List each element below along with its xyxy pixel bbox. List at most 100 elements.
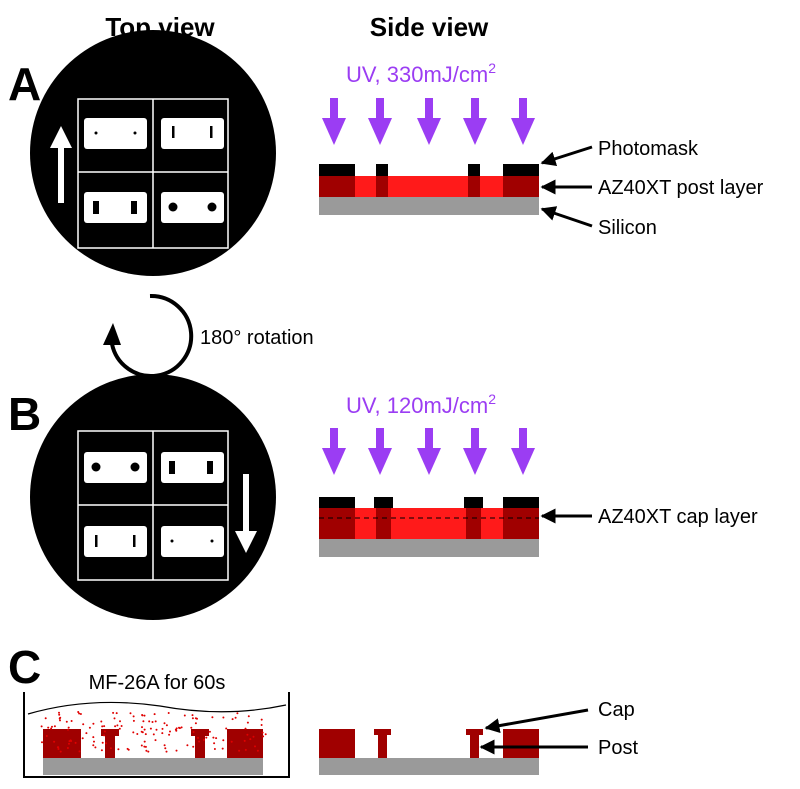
particle	[256, 749, 259, 752]
uv-dose-a: UV, 330mJ/cm2	[346, 60, 496, 87]
uv-arrows-b	[322, 428, 535, 475]
photomask-a	[319, 164, 539, 176]
particle	[59, 750, 62, 753]
particle	[103, 730, 106, 733]
particle	[109, 747, 112, 750]
particle	[82, 723, 85, 726]
post-layer-a	[319, 176, 539, 197]
particle	[140, 730, 143, 733]
particle	[215, 737, 218, 740]
particle	[211, 716, 214, 719]
label-arrows-c	[479, 708, 589, 755]
particle	[260, 724, 263, 726]
post-layer-label: AZ40XT post layer	[598, 177, 764, 199]
particle	[77, 711, 80, 713]
die-b3	[84, 526, 147, 557]
orientation-arrow-up-icon	[50, 126, 72, 203]
particle	[147, 750, 150, 753]
die-a1	[84, 118, 147, 149]
particle	[213, 748, 216, 750]
particle	[129, 712, 132, 715]
particle	[143, 714, 146, 717]
panel-label-a: A	[8, 58, 41, 110]
particle	[50, 727, 53, 730]
particle	[58, 711, 60, 714]
particle	[212, 736, 215, 739]
particle	[234, 716, 237, 719]
particle	[163, 722, 166, 725]
particle	[186, 744, 189, 747]
particle	[53, 740, 56, 743]
particle	[175, 729, 178, 732]
particle	[92, 744, 95, 747]
particle	[88, 726, 91, 729]
particle	[101, 741, 104, 744]
particle	[118, 727, 121, 730]
silicon-substrate-a	[319, 197, 539, 215]
die-b4	[161, 526, 224, 557]
particle	[81, 737, 84, 740]
particle	[67, 728, 69, 731]
particle	[141, 714, 144, 717]
particle	[264, 733, 267, 736]
particle	[164, 747, 167, 750]
particle	[261, 731, 264, 734]
particle	[53, 725, 56, 728]
particle	[243, 739, 246, 742]
particle	[168, 733, 171, 736]
particle	[145, 749, 148, 752]
cap-label: Cap	[598, 699, 635, 721]
particle	[51, 725, 53, 728]
particle	[222, 716, 225, 719]
silicon-substrate-b	[319, 539, 539, 557]
side-view-header: Side view	[370, 12, 489, 42]
particle	[246, 733, 249, 736]
stack-a	[319, 164, 539, 215]
particle	[65, 720, 68, 723]
particle	[225, 727, 228, 730]
particle	[112, 711, 115, 714]
particle	[165, 724, 168, 727]
bath-label: MF-26A for 60s	[89, 672, 226, 694]
particle	[143, 728, 146, 731]
particle	[246, 721, 249, 724]
rotation-arrow-icon	[103, 293, 194, 378]
particle	[143, 745, 146, 748]
panel-label-c: C	[8, 641, 41, 693]
particle	[198, 740, 201, 743]
die-a2	[161, 118, 224, 149]
particle	[247, 715, 250, 718]
dissolved-resist-particles	[40, 711, 267, 753]
particle	[183, 714, 186, 717]
particle	[213, 742, 216, 745]
particle	[40, 725, 43, 728]
particle	[249, 738, 252, 741]
cap-layer-label: AZ40XT cap layer	[598, 506, 758, 528]
particle	[47, 726, 50, 729]
particle	[169, 730, 171, 733]
particle	[92, 736, 95, 739]
wafer-b	[30, 374, 276, 620]
particle	[208, 730, 211, 733]
particle	[221, 747, 224, 750]
particle	[74, 741, 77, 744]
particle	[103, 725, 106, 728]
particle	[192, 731, 195, 733]
particle	[101, 725, 104, 728]
particle	[85, 732, 88, 735]
particle	[114, 725, 117, 728]
stack-b	[319, 497, 539, 557]
photomask-b	[319, 497, 539, 508]
particle	[165, 750, 168, 753]
particle	[94, 746, 97, 749]
developer-bath	[23, 692, 290, 778]
post-label: Post	[598, 737, 638, 759]
particle	[244, 727, 247, 730]
particle	[113, 717, 116, 720]
particle	[103, 734, 106, 737]
particle	[191, 717, 194, 720]
particle	[59, 716, 62, 719]
particle	[163, 744, 166, 747]
particle	[67, 726, 70, 729]
